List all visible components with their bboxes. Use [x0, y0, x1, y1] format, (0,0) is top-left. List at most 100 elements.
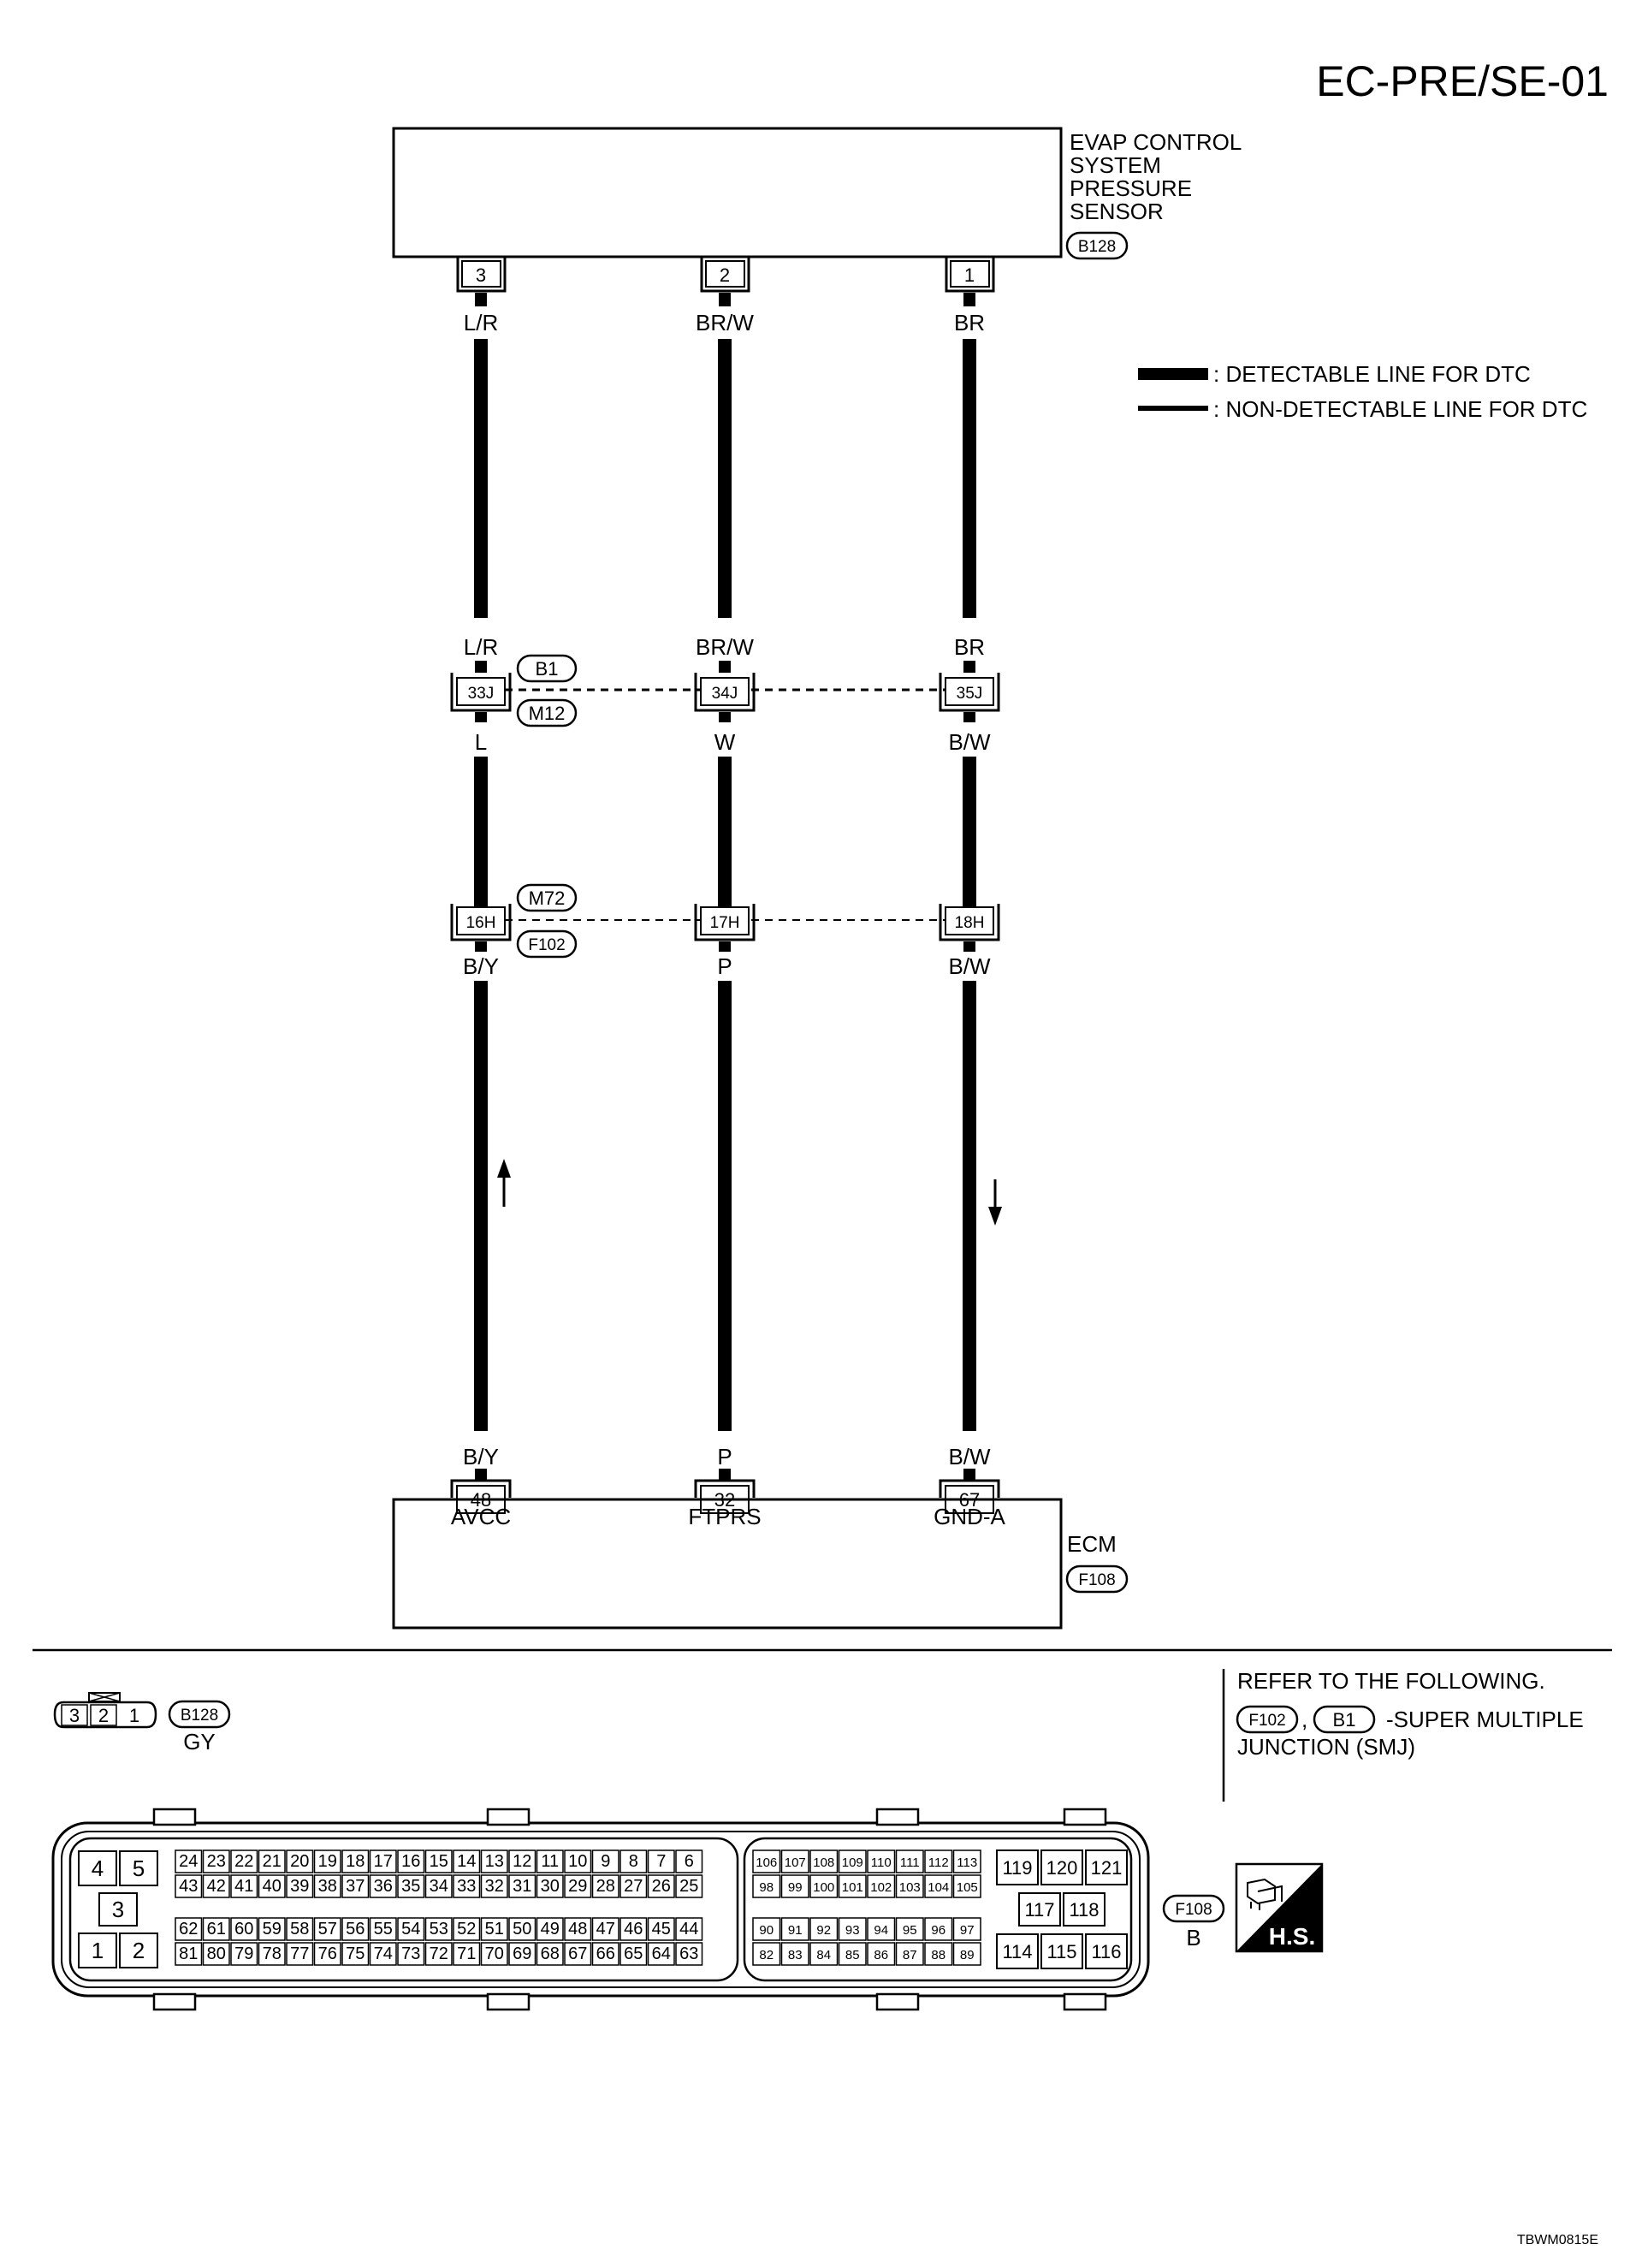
svg-text:18H: 18H — [955, 914, 985, 932]
svg-text:1: 1 — [964, 264, 975, 286]
wire-seg2-ftprs — [718, 757, 732, 907]
f108-pin-105: 105 — [957, 1880, 978, 1895]
f108-pin-90: 90 — [759, 1923, 774, 1938]
j2-color-below-3: B/W — [948, 953, 991, 979]
page-code: EC-PRE/SE-01 — [1316, 57, 1609, 105]
f108-pin-34: 34 — [430, 1877, 448, 1896]
svg-text:120: 120 — [1046, 1857, 1078, 1879]
f108-pin-18: 18 — [346, 1852, 365, 1871]
reference-line-2: -SUPER MULTIPLE — [1386, 1707, 1584, 1732]
f108-pin-66: 66 — [596, 1944, 615, 1963]
svg-text:B128: B128 — [181, 1707, 218, 1725]
f108-pin-21: 21 — [263, 1852, 282, 1871]
f108-pin-100: 100 — [813, 1880, 834, 1895]
wire-seg3-ftprs — [718, 981, 732, 1431]
j1-connector-m12-badge: M12 — [516, 698, 578, 727]
j1-color-below-1: L — [475, 729, 487, 755]
f108-pin-13: 13 — [485, 1852, 504, 1871]
f108-pin-83: 83 — [788, 1948, 803, 1962]
svg-text:119: 119 — [1002, 1857, 1032, 1879]
f108-pin-94: 94 — [874, 1923, 888, 1938]
j2-pin-18h: 18H — [939, 904, 1000, 941]
ecm-label: ECM — [1067, 1531, 1117, 1557]
f108-pin-41: 41 — [234, 1877, 253, 1896]
svg-text:F102: F102 — [528, 936, 565, 954]
f108-pin-32: 32 — [485, 1877, 504, 1896]
f108-pin-76: 76 — [318, 1944, 337, 1963]
f108-pin-63: 63 — [679, 1944, 698, 1963]
f108-pin-98: 98 — [759, 1880, 774, 1895]
f108-pin-101: 101 — [842, 1880, 863, 1895]
f108-pin-95: 95 — [903, 1923, 917, 1938]
f108-pin-9: 9 — [601, 1852, 610, 1871]
svg-text:M72: M72 — [529, 888, 566, 909]
f108-face-badge: F108 — [1162, 1894, 1225, 1923]
sensor-wire-color-3: BR — [954, 310, 985, 335]
f108-pin-103: 103 — [899, 1880, 921, 1895]
sensor-pin-2: 2 — [700, 257, 750, 293]
f108-face-color: B — [1186, 1925, 1200, 1950]
svg-text:35J: 35J — [957, 685, 983, 703]
f108-pin-92: 92 — [816, 1923, 831, 1938]
b128-connector-face: 3 2 1 — [53, 1692, 157, 1729]
wire-seg2-avcc — [474, 757, 488, 907]
f108-pin-29: 29 — [568, 1877, 587, 1896]
b128-face-badge: B128 — [168, 1700, 231, 1729]
f108-pin-26: 26 — [652, 1877, 671, 1896]
f108-pin-85: 85 — [845, 1948, 860, 1962]
f108-pin-68: 68 — [541, 1944, 560, 1963]
f108-pin-91: 91 — [788, 1923, 803, 1938]
legend-non-detectable-swatch — [1138, 406, 1208, 411]
svg-text:116: 116 — [1091, 1941, 1121, 1962]
f108-pin-113: 113 — [957, 1855, 977, 1870]
f108-pin-77: 77 — [290, 1944, 309, 1963]
svg-text:4: 4 — [92, 1855, 104, 1881]
f108-pin-78: 78 — [263, 1944, 282, 1963]
j1-color-below-2: W — [714, 729, 736, 755]
figure-code: TBWM0815E — [1517, 2233, 1598, 2247]
j2-connector-f102-badge: F102 — [516, 929, 578, 959]
j1-connector-b1-badge: B1 — [516, 654, 578, 683]
svg-text:3: 3 — [112, 1897, 124, 1922]
f108-pin-42: 42 — [207, 1877, 226, 1896]
f108-pin-31: 31 — [513, 1877, 531, 1896]
sensor-name-line-4: SENSOR — [1070, 199, 1164, 224]
svg-text:B1: B1 — [536, 658, 559, 680]
f108-pin-50: 50 — [513, 1920, 531, 1938]
f108-pin-48: 48 — [568, 1920, 587, 1938]
f108-pin-20: 20 — [290, 1852, 309, 1871]
f108-pin-69: 69 — [513, 1944, 531, 1963]
f108-pin-65: 65 — [624, 1944, 643, 1963]
f108-pin-37: 37 — [346, 1877, 365, 1896]
f108-pin-73: 73 — [401, 1944, 420, 1963]
f108-pin-104: 104 — [928, 1880, 949, 1895]
f108-pin-51: 51 — [485, 1920, 504, 1938]
reference-line-1: REFER TO THE FOLLOWING. — [1237, 1668, 1545, 1694]
ecm-terminal-avcc: AVCC — [451, 1504, 511, 1529]
b128-face-color: GY — [183, 1729, 216, 1754]
f108-pin-30: 30 — [541, 1877, 560, 1896]
f108-pin-47: 47 — [596, 1920, 615, 1938]
sensor-pin-3: 3 — [456, 257, 507, 293]
svg-text:F108: F108 — [1078, 1571, 1115, 1589]
f108-pin-56: 56 — [346, 1920, 365, 1938]
f108-pin-62: 62 — [179, 1920, 198, 1938]
f108-pin-6: 6 — [685, 1852, 694, 1871]
f108-pin-19: 19 — [318, 1852, 337, 1871]
j1-color-above-2: BR/W — [696, 634, 754, 660]
j1-pin-33j: 33J — [450, 673, 512, 712]
f108-pin-27: 27 — [624, 1877, 643, 1896]
sensor-wire-color-1: L/R — [464, 310, 498, 335]
ecm-terminal-ftprs: FTPRS — [688, 1504, 761, 1529]
j2-pin-17h: 17H — [694, 904, 756, 941]
f108-pin-57: 57 — [318, 1920, 337, 1938]
reference-line-3: JUNCTION (SMJ) — [1237, 1734, 1415, 1760]
ecm-wire-color-1: B/Y — [463, 1444, 499, 1469]
f108-pin-33: 33 — [457, 1877, 476, 1896]
f108-pin-109: 109 — [842, 1855, 863, 1870]
f108-pin-80: 80 — [207, 1944, 226, 1963]
f108-pin-7: 7 — [656, 1852, 666, 1871]
f108-pin-15: 15 — [430, 1852, 448, 1871]
